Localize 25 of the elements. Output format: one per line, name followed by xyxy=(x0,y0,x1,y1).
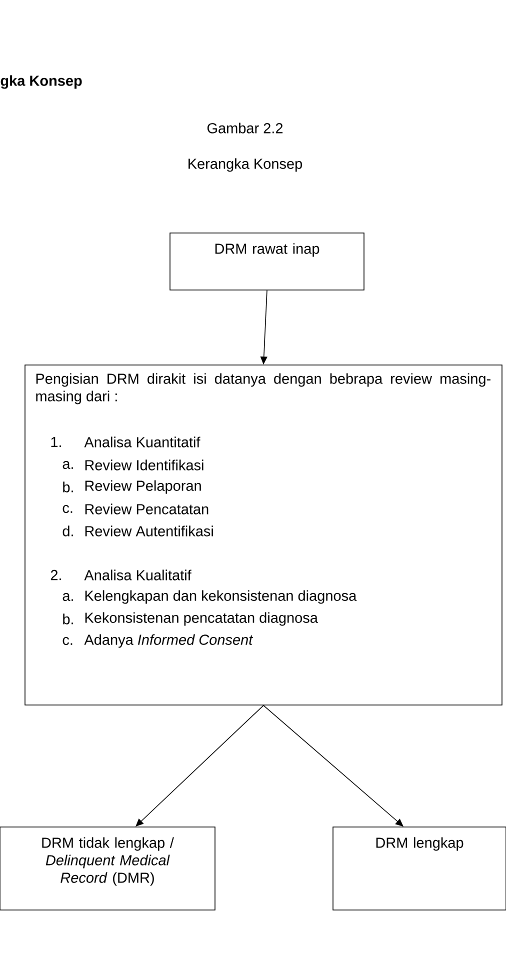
list-item: Review Autentifikasi xyxy=(85,526,213,536)
list-marker: a. xyxy=(62,593,73,601)
paragraph: Pengisian DRM dirakit isi datanya dengan bebrapa review masing-masing dari : xyxy=(36,373,490,404)
list-marker: d. xyxy=(62,526,73,536)
list-item: Analisa Kualitatif xyxy=(84,570,192,580)
list-marker: 1. xyxy=(51,437,61,447)
list-marker: 2. xyxy=(50,570,61,580)
list-item: Analisa Kuantitatif xyxy=(84,436,200,448)
figure-number: Gambar 2.2 xyxy=(207,122,283,134)
list-item: Review Identifikasi xyxy=(85,460,204,470)
list-item: Review Pencatatan xyxy=(85,504,208,514)
list-item: Review Pelaporan xyxy=(85,480,201,494)
list-item: Kekonsistenan pencatatan diagnosa xyxy=(85,612,318,626)
box-label: DRM tidak lengkap / Delinquent Medical Record (DMR) xyxy=(42,837,174,886)
figure-title: Kerangka Konsep xyxy=(188,158,302,172)
list-marker: c. xyxy=(62,505,72,513)
list-marker: b. xyxy=(63,614,73,624)
box-label: DRM rawat inap xyxy=(215,243,320,257)
list-marker: a. xyxy=(62,461,73,469)
list-item: Kelengkapan dan kekonsistenan diagnosa xyxy=(85,590,357,604)
list-item: Adanya Informed Consent xyxy=(84,634,254,648)
list-marker: c. xyxy=(62,637,72,645)
section-heading: gka Konsep xyxy=(0,75,82,89)
list-marker: b. xyxy=(63,482,73,492)
box-label: DRM lengkap xyxy=(376,837,464,851)
